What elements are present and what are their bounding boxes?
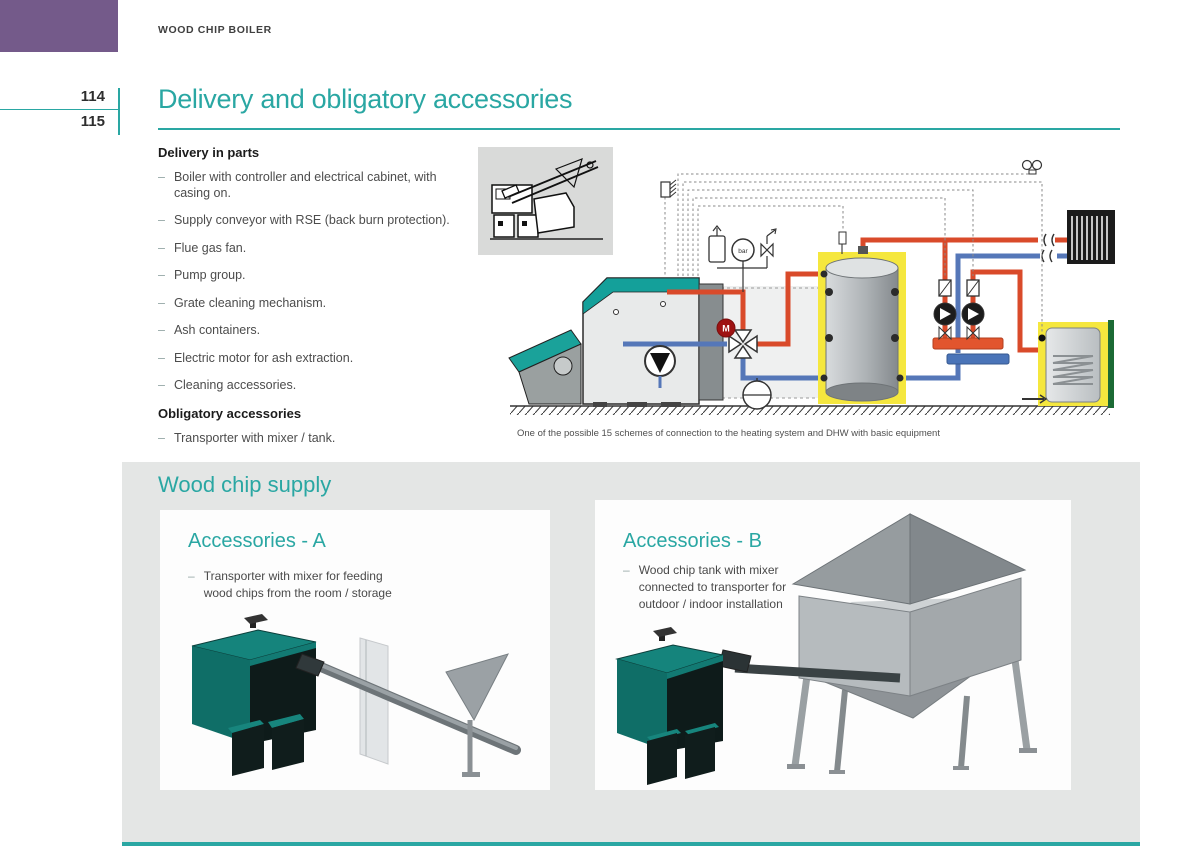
return-pipes [740,253,1067,381]
fuel-hopper [508,329,582,405]
list-item: –Electric motor for ash extraction. [158,351,476,367]
supply-section-title: Wood chip supply [158,472,332,497]
list-item-text: Transporter with mixer / tank. [173,430,336,445]
outdoor-sensor [1021,159,1043,175]
motor-mixing-valve: M [716,264,758,359]
obligatory-list: –Transporter with mixer / tank. [158,431,476,447]
footer-accent-bar [122,842,1140,846]
bullet-dash: – [158,268,165,282]
delivery-heading: Delivery in parts [158,145,260,160]
pipe-break-marks [1041,233,1055,263]
page-number-top: 114 [80,88,105,105]
diagram-caption: One of the possible 15 schemes of connec… [517,428,940,439]
description-line: wood chips from the room / storage [203,586,392,600]
page-number-divider [0,109,118,110]
transporter-illustration [191,614,521,777]
bullet-dash: – [158,430,165,445]
bullet-dash: – [188,569,195,583]
chapter-label: WOOD CHIP BOILER [158,24,272,36]
description-line: Wood chip tank with mixer [638,563,779,577]
buffer-tank [818,231,906,404]
list-item: –Cleaning accessories. [158,378,476,394]
delivery-list: –Boiler with controller and electrical c… [158,170,476,394]
delivery-list-column: Delivery in parts –Boiler with controlle… [158,145,476,458]
expansion-vessel [742,378,772,410]
bullet-dash: – [623,563,630,577]
list-item: –Grate cleaning mechanism. [158,296,476,312]
safety-group: bar [708,225,777,269]
list-item-text: Supply conveyor with RSE (back burn prot… [173,213,450,227]
ground-hatch [510,406,1110,415]
hydraulic-scheme-diagram: M bar [508,159,1115,415]
wood-chip-tank-illustration [615,513,1037,785]
list-item: –Boiler with controller and electrical c… [158,170,476,201]
boiler-transporter-sketch [490,158,603,240]
list-item-text: Cleaning accessories. [173,378,297,392]
bullet-dash: – [158,170,165,184]
accessories-b-title: Accessories - B [623,530,762,552]
title-rule [158,128,1120,130]
list-item-text: Flue gas fan. [173,240,247,255]
bullet-dash: – [158,240,165,255]
list-item-text: Pump group. [173,268,246,282]
brand-color-block [0,0,118,52]
page-title: Delivery and obligatory accessories [158,84,573,114]
accessories-b-description: – Wood chip tank with mixer connected to… [623,562,786,613]
page-number-bottom: 115 [80,113,105,130]
bullet-dash: – [158,378,165,392]
bullet-dash: – [158,323,165,337]
description-line: outdoor / indoor installation [638,597,783,611]
radiator [1067,210,1115,264]
accessories-a-description: – Transporter with mixer for feeding woo… [188,568,392,602]
room-sensor [660,179,677,198]
wood-chip-supply-section: Wood chip supply Accessories - A – Trans… [122,462,1140,846]
list-item: –Pump group. [158,268,476,284]
pump-group-1 [933,279,957,341]
bullet-dash: – [158,295,165,310]
list-item-text: Boiler with controller and electrical ca… [173,170,437,200]
list-item: –Transporter with mixer / tank. [158,431,476,447]
list-item-text: Ash containers. [173,323,261,337]
list-item-text: Electric motor for ash extraction. [173,350,354,365]
list-item-text: Grate cleaning mechanism. [173,295,327,310]
description-line: connected to transporter for [638,580,787,594]
page-number-rule [118,88,120,135]
pump-group-2 [961,279,985,341]
list-item: –Ash containers. [158,323,476,339]
accessories-a-title: Accessories - A [188,530,326,552]
accessories-b-card: Accessories - B – Wood chip tank with mi… [595,500,1071,790]
list-item: –Supply conveyor with RSE (back burn pro… [158,213,476,229]
pressure-gauge-label: bar [738,248,748,255]
return-manifold [946,353,1010,365]
valve-motor-label: M [722,324,730,334]
description-line: Transporter with mixer for feeding [203,569,383,583]
bullet-dash: – [158,213,165,227]
bullet-dash: – [158,350,165,365]
boiler-line-drawing-inset [478,147,613,255]
dhw-tank [1022,320,1114,408]
accessories-a-card: Accessories - A – Transporter with mixer… [160,510,550,790]
obligatory-heading: Obligatory accessories [158,405,302,421]
supply-manifold [932,337,1004,350]
circulation-pump [644,345,676,388]
list-item: –Flue gas fan. [158,241,476,257]
